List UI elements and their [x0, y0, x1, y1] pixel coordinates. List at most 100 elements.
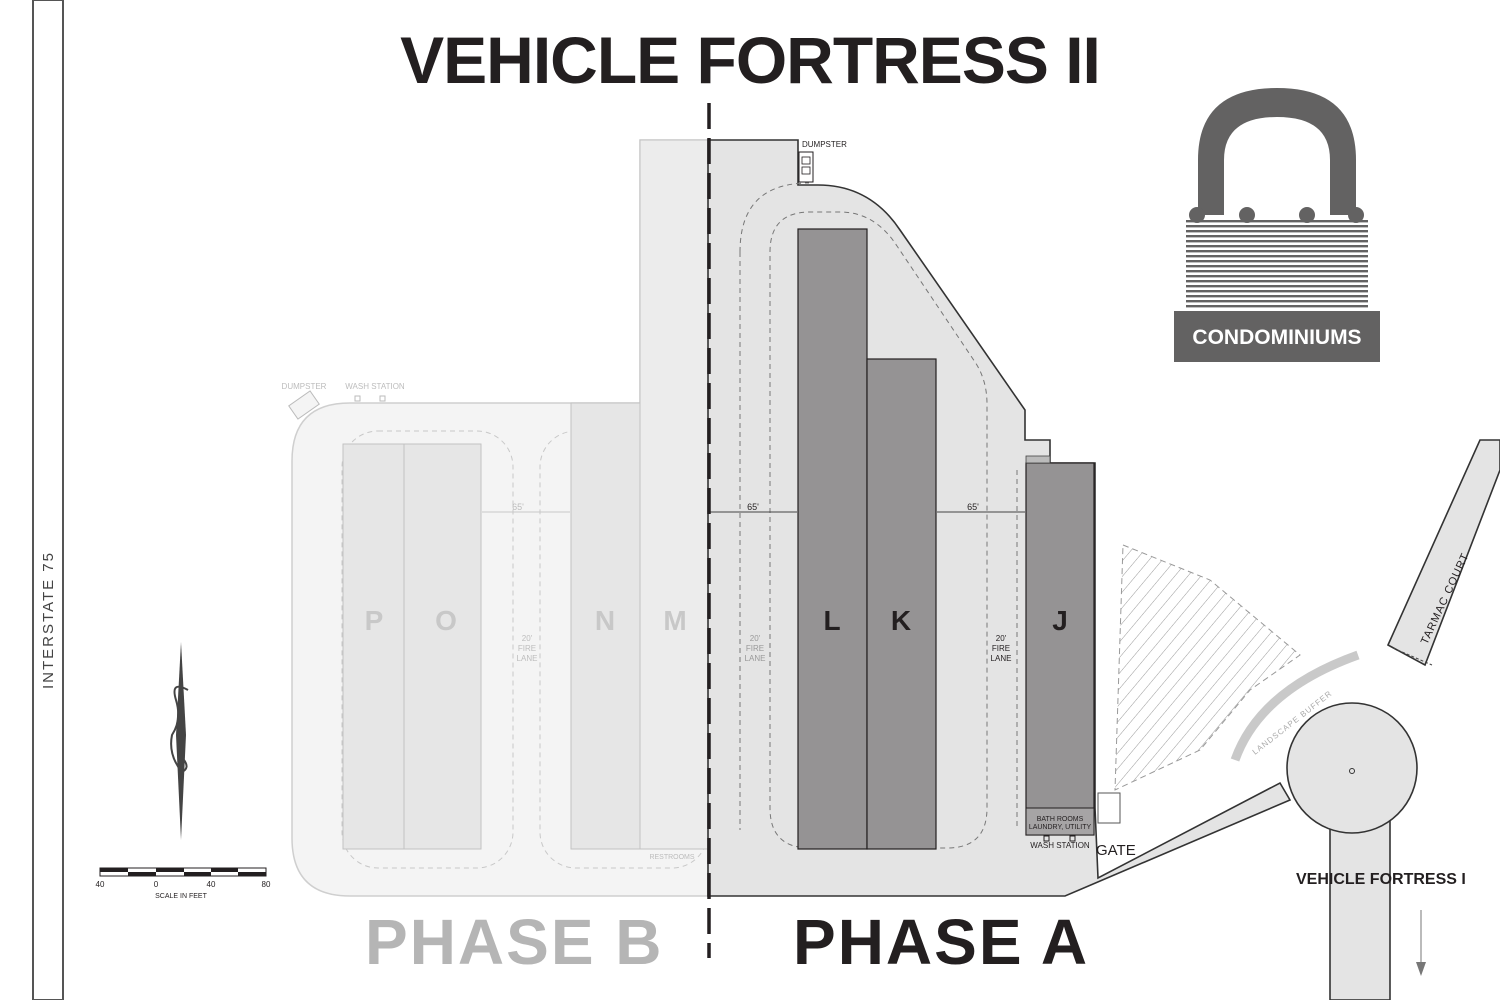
dumpster-a-bin-2 — [801, 166, 811, 175]
dumpster-b-icon — [288, 390, 320, 420]
building-j-utility-room — [1025, 807, 1095, 836]
fire-lane-b-2: FIRE — [518, 644, 536, 653]
lock-body-stripe — [1186, 300, 1368, 303]
fire-lane-b-1: 20' — [522, 634, 533, 643]
phase-b-fire-lane-loop-1 — [341, 430, 514, 869]
page-title: VEHICLE FORTRESS II — [400, 23, 1101, 97]
building-k-label: K — [891, 605, 911, 636]
fire-lane-b-3: LANE — [517, 654, 538, 663]
building-n-label: N — [595, 605, 615, 636]
lock-body-stripe — [1186, 290, 1368, 293]
wash-station-a-icon-1 — [1043, 835, 1050, 842]
scale-caption: SCALE IN FEET — [155, 893, 207, 900]
south-arrow-icon — [1416, 962, 1426, 976]
scale-seg-3 — [156, 868, 184, 872]
condominiums-badge — [1174, 311, 1380, 362]
lock-body-stripe — [1186, 305, 1368, 308]
lock-body-stripe — [1186, 220, 1368, 223]
fire-lane-a1-1: 20' — [750, 634, 761, 643]
lock-body-stripe — [1186, 235, 1368, 238]
lock-badge: CONDOMINIUMS — [1174, 88, 1380, 362]
fire-lane-a1-2: FIRE — [746, 644, 764, 653]
lock-body-stripe — [1186, 260, 1368, 263]
building-l — [797, 228, 868, 850]
lock-body-stripe — [1186, 230, 1368, 233]
gate-label: GATE — [1096, 842, 1136, 859]
scale-seg-2 — [128, 872, 156, 876]
lock-body-stripe — [1186, 265, 1368, 268]
phase-a-site: BATH ROOMS LAUNDRY, UTILITY L K J 65' 65… — [707, 139, 1292, 897]
north-arrow-flourish — [170, 685, 189, 774]
wash-station-b-icon-2 — [379, 395, 386, 402]
north-arrow — [170, 642, 189, 840]
scale-tick-1: 40 — [96, 880, 105, 889]
vehicle-fortress-i-label: VEHICLE FORTRESS I — [1296, 871, 1466, 888]
scale-tick-4: 80 — [262, 880, 271, 889]
building-j — [1025, 462, 1095, 836]
lock-bolt-1 — [1189, 207, 1205, 223]
phase-b-site: P O N M 65' 20' FIRE LANE RESTROOMS DUMP… — [282, 139, 709, 897]
building-p-label: P — [365, 605, 384, 636]
dim-b-label: 65' — [512, 502, 524, 512]
dumpster-a-label: DUMPSTER — [802, 140, 847, 149]
wash-station-b-icon-1 — [354, 395, 361, 402]
lock-bolt-2 — [1239, 207, 1255, 223]
dim-a1-label: 65' — [747, 502, 759, 512]
lock-body-stripe — [1186, 240, 1368, 243]
landscape-buffer-strip — [1230, 650, 1360, 762]
building-p — [342, 443, 405, 850]
tarmac-court-road — [1386, 439, 1500, 667]
landscape-buffer-area — [1114, 544, 1301, 791]
lock-body-icon — [1186, 220, 1368, 308]
lock-body-stripe — [1186, 225, 1368, 228]
wash-station-a-label: WASH STATION — [1030, 841, 1090, 850]
scale-seg-6 — [238, 872, 266, 876]
dim-a2-label: 65' — [967, 502, 979, 512]
scale-tick-2: 0 — [154, 880, 159, 889]
dumpster-a-bin-1 — [801, 156, 811, 165]
building-l-label: L — [823, 605, 840, 636]
fire-lane-a2-2: FIRE — [992, 644, 1010, 653]
lock-body-stripe — [1186, 245, 1368, 248]
lock-bolt-4 — [1348, 207, 1364, 223]
restrooms-label: RESTROOMS — [649, 854, 694, 861]
building-o — [403, 443, 482, 850]
building-n — [570, 402, 641, 850]
phase-a-pavement — [707, 139, 1292, 897]
lock-body-stripe — [1186, 275, 1368, 278]
cul-de-sac-center — [1349, 768, 1355, 774]
lock-bolt-3 — [1299, 207, 1315, 223]
interstate-75 — [32, 0, 64, 1000]
lock-body-stripe — [1186, 270, 1368, 273]
scale-seg-5 — [211, 868, 238, 872]
phase-a-fire-lane-outer — [739, 182, 810, 253]
building-m-label: M — [663, 605, 686, 636]
wash-station-a-icon-2 — [1069, 835, 1076, 842]
lock-body-stripe — [1186, 285, 1368, 288]
hatched-pad — [1025, 455, 1051, 464]
fire-lane-a2-1: 20' — [996, 634, 1007, 643]
lock-body-stripe — [1186, 295, 1368, 298]
lock-body-stripe — [1186, 280, 1368, 283]
building-m — [639, 139, 709, 850]
building-k — [866, 358, 937, 850]
condominiums-label: CONDOMINIUMS — [1192, 326, 1361, 349]
interstate-label: INTERSTATE 75 — [40, 551, 57, 689]
bath-rooms-label: BATH ROOMS — [1037, 816, 1084, 823]
fire-lane-a1-3: LANE — [745, 654, 766, 663]
wash-station-b-label: WASH STATION — [345, 382, 405, 391]
dumpster-b-label: DUMPSTER — [282, 382, 327, 391]
lock-body-stripe — [1186, 255, 1368, 258]
tarmac-court-south-leg — [1329, 799, 1391, 1000]
building-o-label: O — [435, 605, 457, 636]
lock-shackle-icon — [1198, 88, 1356, 215]
laundry-utility-label: LAUNDRY, UTILITY — [1029, 824, 1092, 831]
scale-bar: 40 0 40 80 SCALE IN FEET — [96, 867, 271, 900]
building-j-label: J — [1052, 605, 1068, 636]
lock-body-stripe — [1186, 250, 1368, 253]
phase-a-label: PHASE A — [793, 906, 1090, 978]
scale-seg-1 — [100, 868, 128, 872]
scale-tick-3: 40 — [207, 880, 216, 889]
tarmac-court-crosswalk — [1392, 647, 1433, 666]
